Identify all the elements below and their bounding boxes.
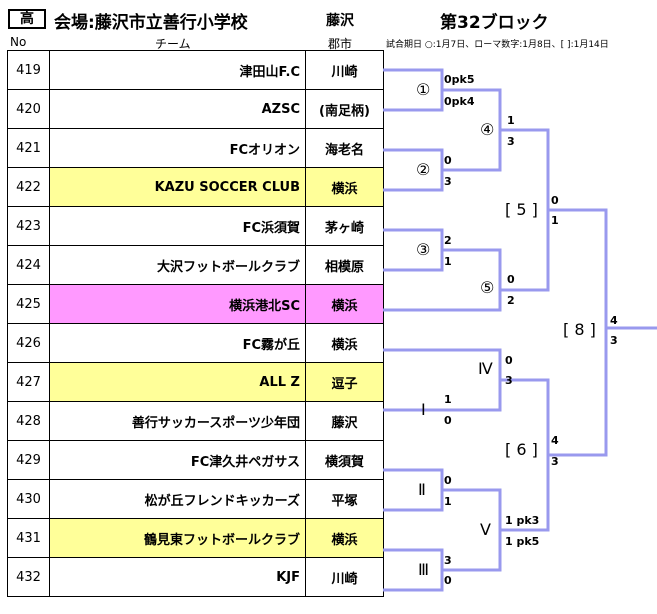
round-6-label: [ 6 ] [505,440,538,459]
match-3-score-bottom: 1 [444,255,452,268]
match-1-score-top: 0pk5 [444,73,475,86]
block-title: 第32ブロック [440,13,549,33]
match-5-score-bottom: 2 [507,294,515,307]
match-4-score-bottom: 3 [507,135,515,148]
round-8-label: [ 8 ] [563,320,596,339]
team-city: 横浜 [305,518,384,558]
team-number: 428 [7,401,50,441]
team-city: 海老名 [305,128,384,168]
match-1-score-bottom: 0pk4 [444,95,475,108]
match-I-label: Ⅰ [421,400,426,419]
round-5-score-bottom: 1 [551,214,559,227]
col-header-city: 郡市 [328,37,353,51]
team-city: 横浜 [305,167,384,207]
match-IV-score-bottom: 3 [505,374,513,387]
team-city: 川崎 [305,557,384,597]
team-name: 善行サッカースポーツ少年団 [49,401,306,441]
match-V-score-top: 1 pk3 [505,514,540,527]
venue-city: 藤沢 [326,13,354,29]
team-name: 横浜港北SC [49,284,306,324]
team-number: 421 [7,128,50,168]
team-name: KAZU SOCCER CLUB [49,167,306,207]
match-III-label: Ⅲ [418,560,430,579]
round-5-score-top: 0 [551,194,559,207]
team-name: 鶴見東フットボールクラブ [49,518,306,558]
match-4-label: ④ [480,120,495,139]
col-header-no: No [10,35,27,49]
match-5-score-top: 0 [507,273,515,286]
schedule-note: 試合期日 ○:1月7日、ローマ数字:1月8日、[ ]:1月14日 [386,40,609,50]
match-II-label: Ⅱ [418,480,426,499]
match-1-label: ① [416,80,431,99]
team-city: 逗子 [305,362,384,402]
round-6-score-bottom: 3 [551,455,559,468]
team-name: KJF [49,557,306,597]
match-2-label: ② [416,160,431,179]
match-2-score-top: 0 [444,154,452,167]
team-number: 430 [7,479,50,519]
match-III-score-top: 3 [444,554,452,567]
team-city: (南足柄) [305,89,384,129]
team-city: 茅ヶ崎 [305,206,384,246]
round-8-score-top: 4 [610,314,618,327]
team-number: 420 [7,89,50,129]
match-I-score-top: 1 [444,393,452,406]
team-city: 横浜 [305,323,384,363]
round-5-label: [ 5 ] [505,200,538,219]
team-number: 432 [7,557,50,597]
match-IV-score-top: 0 [505,354,513,367]
col-header-team: チーム [155,37,191,51]
round-6-score-top: 4 [551,434,559,447]
round-8-score-bottom: 3 [610,334,618,347]
match-2-score-bottom: 3 [444,175,452,188]
team-name: ALL Z [49,362,306,402]
team-number: 424 [7,245,50,285]
match-5-label: ⑤ [480,278,495,297]
team-city: 横浜 [305,284,384,324]
team-name: FC津久井ペガサス [49,440,306,480]
team-number: 429 [7,440,50,480]
match-III-score-bottom: 0 [444,574,452,587]
team-number: 427 [7,362,50,402]
grade-badge: 高 [8,9,46,29]
match-3-score-top: 2 [444,234,452,247]
match-IV-label: Ⅳ [478,359,493,378]
team-name: 松が丘フレンドキッカーズ [49,479,306,519]
venue-title: 会場:藤沢市立善行小学校 [54,13,248,33]
team-city: 横須賀 [305,440,384,480]
match-4-score-top: 1 [507,114,515,127]
match-V-label: Ⅴ [480,520,491,539]
team-number: 426 [7,323,50,363]
match-V-score-bottom: 1 pk5 [505,535,540,548]
match-I-score-bottom: 0 [444,414,452,427]
match-II-score-top: 0 [444,474,452,487]
match-3-label: ③ [416,240,431,259]
match-II-score-bottom: 1 [444,495,452,508]
team-number: 425 [7,284,50,324]
team-name: 大沢フットボールクラブ [49,245,306,285]
team-city: 藤沢 [305,401,384,441]
team-city: 相模原 [305,245,384,285]
